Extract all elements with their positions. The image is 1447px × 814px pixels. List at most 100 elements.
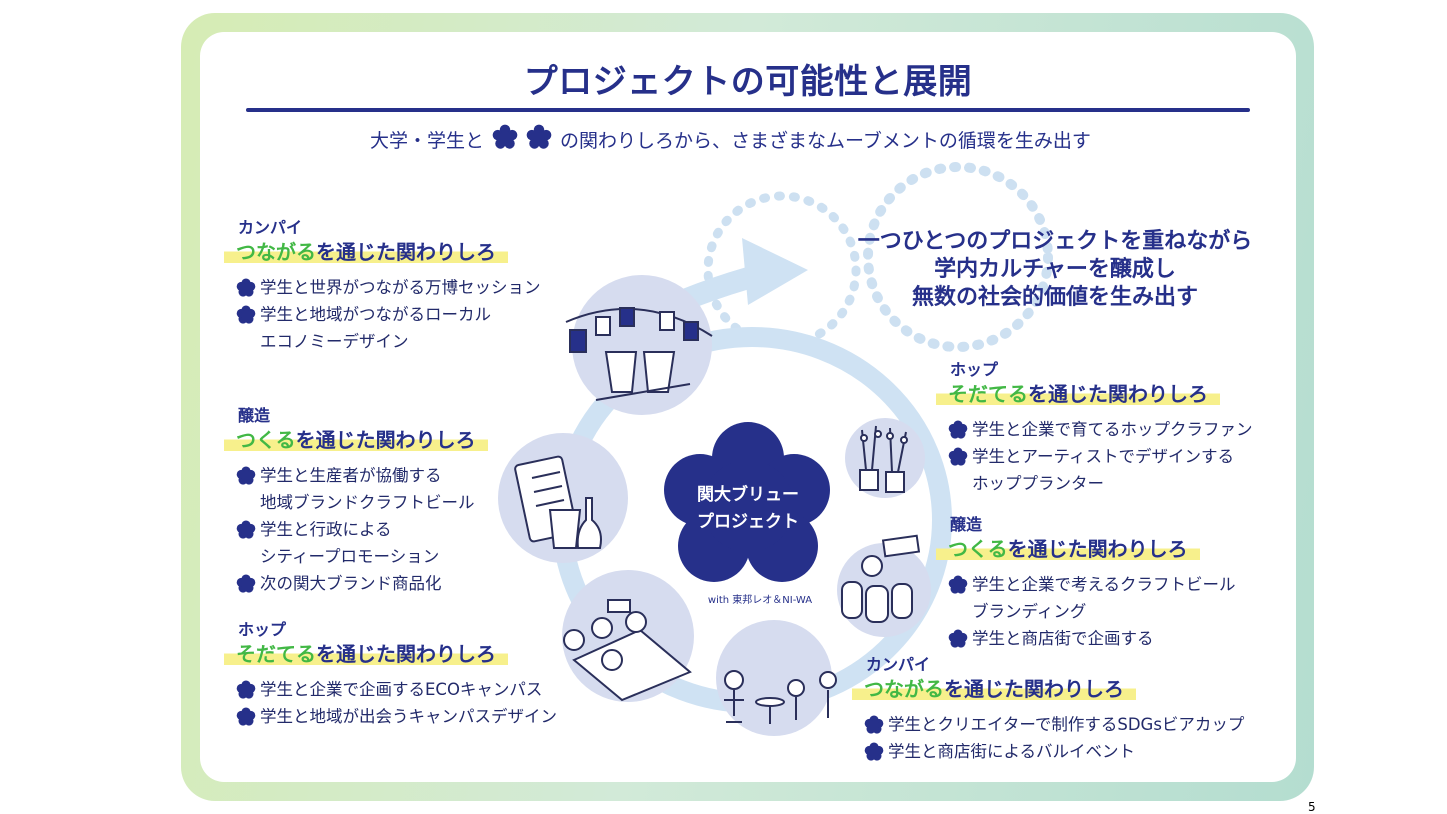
section-title: そだてるを通じた関わりしろ	[936, 380, 1220, 408]
section-highlight: つくる	[948, 537, 1008, 561]
slogan: 一つひとつのプロジェクトを重ねながら 学内カルチャーを醸成し 無数の社会的価値を…	[820, 228, 1290, 312]
flower-icon	[864, 711, 888, 738]
party-illustration	[724, 670, 837, 724]
flower-icon	[864, 738, 888, 765]
flower-icon	[948, 416, 972, 443]
flower-icon	[236, 703, 260, 730]
section-items: 学生と企業で育てるホップクラファン 学生とアーティストでデザインする ホッププラ…	[948, 416, 1253, 497]
flower-icon	[492, 124, 518, 155]
list-item-text: 学生と地域がつながるローカル エコノミーデザイン	[260, 305, 491, 351]
flower-icon	[236, 516, 260, 543]
flower-icon	[236, 301, 260, 328]
center-label: 関大ブリュー プロジェクト	[668, 482, 828, 536]
list-item-text: 学生とクリエイターで制作するSDGsビアカップ	[888, 715, 1245, 734]
page-number: 5	[1308, 800, 1316, 814]
hop-planter-illustration	[859, 425, 908, 493]
title-divider	[246, 108, 1250, 112]
brewing-board-illustration	[514, 455, 602, 549]
flower-icon	[948, 443, 972, 470]
center-label-line2: プロジェクト	[697, 512, 799, 532]
center-flower-icon	[664, 422, 830, 582]
list-item-text: 学生と商店街で企画する	[972, 629, 1154, 648]
beer-toast-illustration	[565, 307, 713, 401]
list-item-text: 学生と世界がつながる万博セッション	[260, 278, 541, 297]
section-title: つくるを通じた関わりしろ	[224, 426, 488, 454]
section-highlight: つながる	[864, 677, 944, 701]
list-item-text: 次の関大ブランド商品化	[260, 574, 442, 593]
subtitle-after: の関わりしろから、さまざまなムーブメントの循環を生み出す	[560, 129, 1091, 152]
section-highlight: そだてる	[948, 382, 1028, 406]
bubble-kanpai-bottom	[716, 620, 832, 736]
section-kicker: ホップ	[950, 360, 999, 379]
section-highlight: そだてる	[236, 642, 316, 666]
section-suffix: を通じた関わりしろ	[1028, 382, 1208, 406]
page-title: プロジェクトの可能性と展開	[523, 62, 973, 102]
list-item: 学生と地域が出会うキャンパスデザイン	[236, 703, 557, 730]
list-item-text: 学生と企業で考えるクラフトビール ブランディング	[972, 575, 1236, 621]
list-item: 学生と生産者が協働する 地域ブランドクラフトビール	[236, 462, 488, 516]
section-hop-right: ホップ そだてるを通じた関わりしろ 学生と企業で育てるホップクラファン 学生とア…	[936, 360, 1253, 497]
list-item-text: 学生と企業で育てるホップクラファン	[972, 420, 1253, 439]
section-highlight: つながる	[236, 240, 316, 264]
bubble-kanpai	[572, 275, 712, 415]
section-kicker: 醸造	[238, 406, 271, 425]
list-item: 学生と世界がつながる万博セッション	[236, 274, 541, 301]
section-title: つながるを通じた関わりしろ	[224, 238, 508, 266]
list-item-text: 学生と企業で企画するECOキャンパス	[260, 680, 543, 699]
list-item: 学生と商店街で企画する	[948, 625, 1236, 652]
section-suffix: を通じた関わりしろ	[1007, 537, 1188, 561]
section-title: つくるを通じた関わりしろ	[936, 535, 1200, 563]
section-items: 学生と世界がつながる万博セッション 学生と地域がつながるローカル エコノミーデザ…	[236, 274, 541, 355]
flower-icon	[236, 274, 260, 301]
section-title: そだてるを通じた関わりしろ	[224, 640, 508, 668]
flower-icon	[236, 570, 260, 597]
list-item-text: 学生と行政による シティープロモーション	[260, 520, 440, 566]
list-item: 次の関大ブランド商品化	[236, 570, 488, 597]
section-suffix: を通じた関わりしろ	[295, 428, 476, 452]
section-suffix: を通じた関わりしろ	[316, 240, 496, 264]
list-item-text: 学生と生産者が協働する 地域ブランドクラフトビール	[260, 466, 475, 512]
section-kicker: カンパイ	[866, 655, 931, 674]
section-kanpai-right: カンパイ つながるを通じた関わりしろ 学生とクリエイターで制作するSDGsビアカ…	[852, 655, 1244, 765]
flower-icon	[948, 571, 972, 598]
center-label-line1: 関大ブリュー	[697, 485, 799, 505]
subtitle: 大学・学生と の関わりしろから、さまざまなムーブメントの循環を生み出す	[370, 124, 1091, 154]
subtitle-before: 大学・学生と	[370, 129, 485, 152]
section-brew-left: 醸造 つくるを通じた関わりしろ 学生と生産者が協働する 地域ブランドクラフトビー…	[224, 406, 488, 597]
list-item: 学生と企業で考えるクラフトビール ブランディング	[948, 571, 1236, 625]
list-item-text: 学生とアーティストでデザインする ホッププランター	[972, 447, 1235, 493]
slogan-line: 無数の社会的価値を生み出す	[911, 285, 1198, 310]
flower-icon	[236, 676, 260, 703]
list-item-text: 学生と地域が出会うキャンパスデザイン	[260, 707, 557, 726]
section-kicker: 醸造	[950, 515, 983, 534]
brewery-tank-illustration	[841, 534, 921, 623]
dotted-circle-large	[863, 162, 1053, 352]
section-title: つながるを通じた関わりしろ	[852, 675, 1136, 703]
list-item: 学生とクリエイターで制作するSDGsビアカップ	[864, 711, 1244, 738]
section-brew-right: 醸造 つくるを通じた関わりしろ 学生と企業で考えるクラフトビール ブランディング…	[936, 515, 1236, 652]
slogan-line: 学内カルチャーを醸成し	[934, 257, 1176, 282]
list-item: 学生と企業で育てるホップクラファン	[948, 416, 1253, 443]
partner-credit: with 東邦レオ＆NI-WA	[707, 595, 813, 606]
flower-icon	[526, 124, 552, 155]
section-kicker: カンパイ	[238, 218, 303, 237]
list-item-text: 学生と商店街によるバルイベント	[888, 742, 1136, 761]
section-items: 学生とクリエイターで制作するSDGsビアカップ 学生と商店街によるバルイベント	[864, 711, 1244, 765]
arrow-head-icon	[742, 238, 808, 305]
section-highlight: つくる	[236, 428, 296, 452]
list-item: 学生と行政による シティープロモーション	[236, 516, 488, 570]
section-suffix: を通じた関わりしろ	[944, 677, 1124, 701]
picnic-illustration	[563, 599, 692, 702]
flower-icon	[948, 625, 972, 652]
list-item: 学生と商店街によるバルイベント	[864, 738, 1244, 765]
list-item: 学生とアーティストでデザインする ホッププランター	[948, 443, 1253, 497]
flower-icon	[236, 462, 260, 489]
section-items: 学生と生産者が協働する 地域ブランドクラフトビール 学生と行政による シティープ…	[236, 462, 488, 597]
section-hop-left: ホップ そだてるを通じた関わりしろ 学生と企業で企画するECOキャンパス 学生と…	[224, 620, 557, 730]
section-kicker: ホップ	[238, 620, 287, 639]
section-kanpai-left: カンパイ つながるを通じた関わりしろ 学生と世界がつながる万博セッション 学生と…	[224, 218, 541, 355]
list-item: 学生と地域がつながるローカル エコノミーデザイン	[236, 301, 541, 355]
section-items: 学生と企業で企画するECOキャンパス 学生と地域が出会うキャンパスデザイン	[236, 676, 557, 730]
slogan-line: 一つひとつのプロジェクトを重ねながら	[857, 229, 1253, 254]
